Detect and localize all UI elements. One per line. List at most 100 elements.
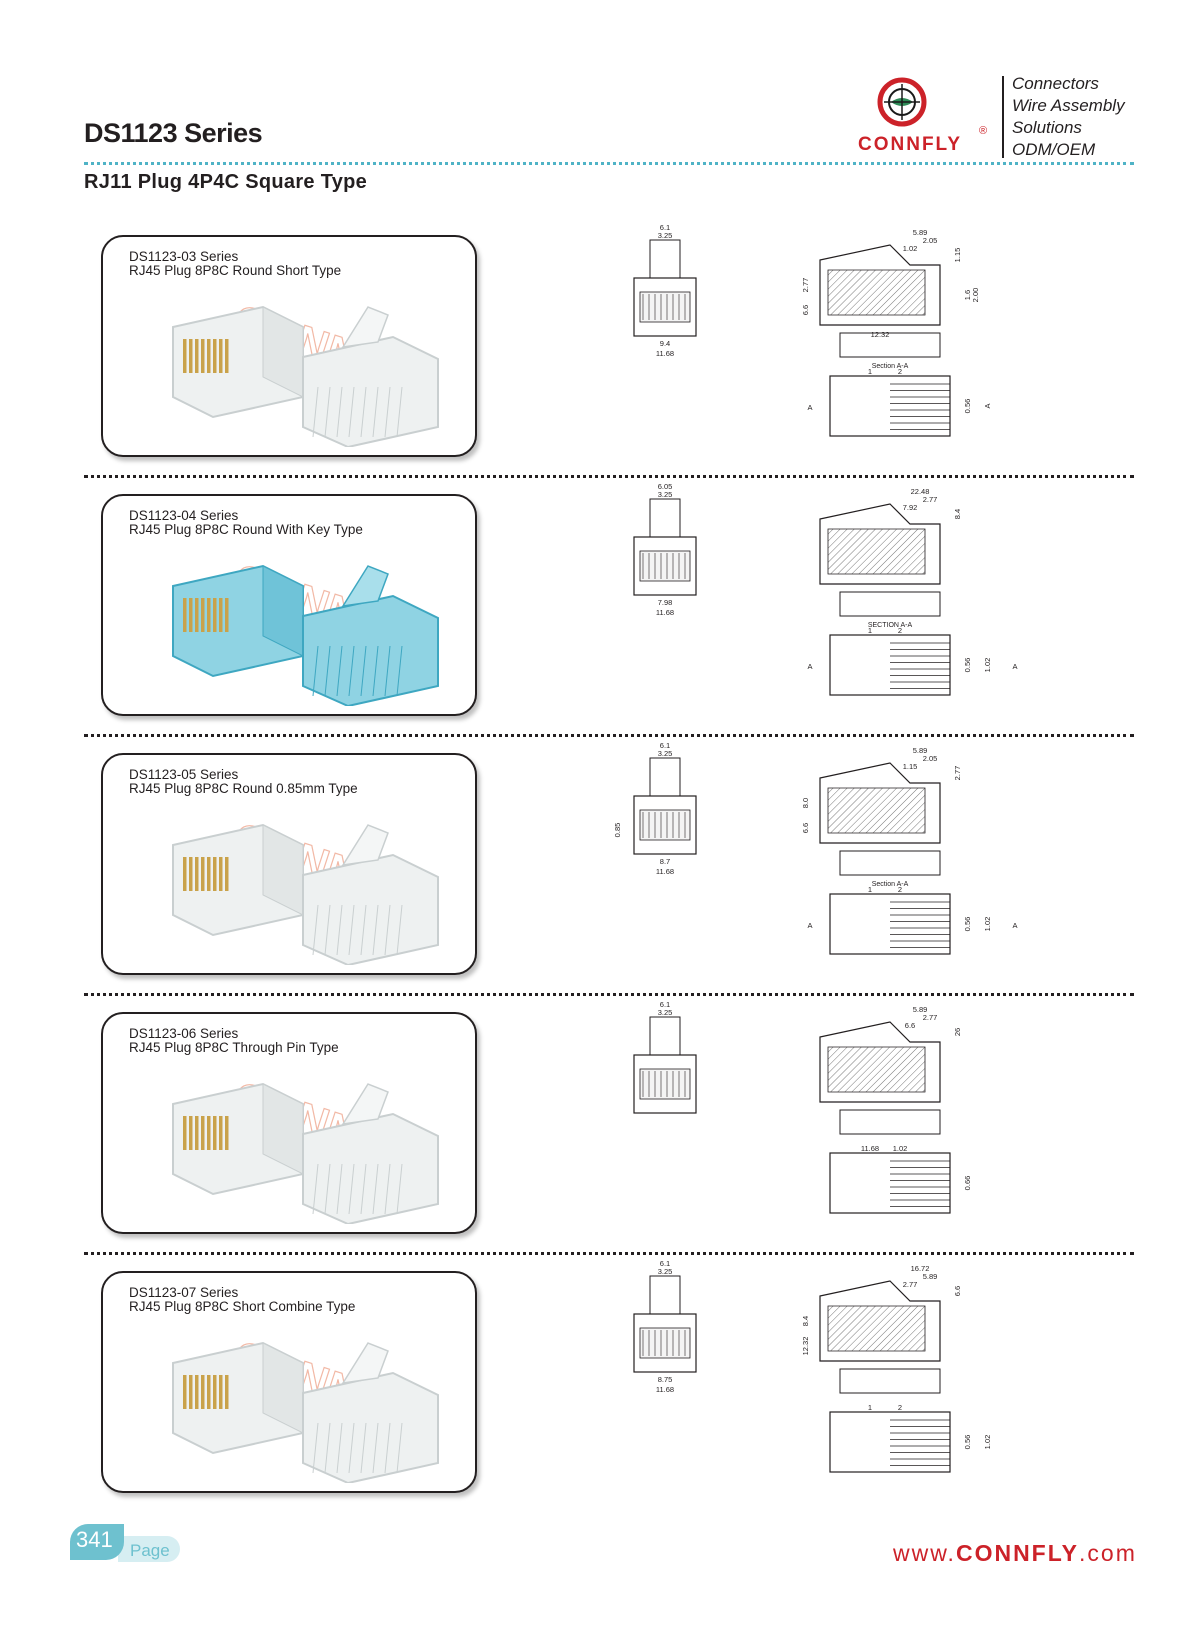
dimension-label: 3.25 bbox=[658, 1008, 673, 1017]
product-series: DS1123-05 Series bbox=[129, 767, 239, 782]
product-description: RJ45 Plug 8P8C Short Combine Type bbox=[129, 1299, 356, 1314]
connfly-logo bbox=[877, 77, 927, 127]
dimension-label: 11.68 bbox=[656, 867, 674, 876]
gold-contact bbox=[219, 1116, 223, 1150]
dimension-label: 8.0 bbox=[801, 798, 810, 808]
gold-contact bbox=[207, 339, 211, 373]
gold-contact bbox=[225, 1375, 229, 1409]
product-description: RJ45 Plug 8P8C Round 0.85mm Type bbox=[129, 781, 358, 796]
dimension-label: 6.1 bbox=[660, 741, 670, 750]
product-photo: CONNFLY bbox=[172, 295, 441, 447]
dimension-label: 5.89 bbox=[913, 746, 928, 755]
dimension-label: 6.6 bbox=[801, 305, 810, 315]
dimension-label: 2.77 bbox=[801, 278, 810, 293]
gold-contact bbox=[219, 857, 223, 891]
dimension-label: 2.77 bbox=[953, 766, 962, 781]
dimension-label: 3.25 bbox=[658, 231, 673, 240]
plug-body bbox=[302, 853, 439, 965]
dimension-label: 6.6 bbox=[953, 1286, 962, 1296]
dimension-label: 8.75 bbox=[658, 1375, 673, 1384]
gold-contact bbox=[189, 339, 193, 373]
dimension-label: 11.68 bbox=[656, 1385, 674, 1394]
dimension-label: 1.15 bbox=[903, 762, 918, 771]
gold-contact bbox=[195, 1116, 199, 1150]
dimension-label: 1.6 bbox=[963, 290, 972, 300]
plug-body bbox=[302, 1371, 439, 1483]
plug-latch bbox=[341, 306, 389, 348]
dimension-label: 12.32 bbox=[801, 1337, 810, 1356]
plug-latch bbox=[341, 1083, 389, 1125]
page-badge-tail bbox=[118, 1536, 180, 1562]
dimension-label: 3.25 bbox=[658, 1267, 673, 1276]
callout-label: 2 bbox=[898, 367, 902, 376]
product-photo: CONNFLY bbox=[172, 1072, 441, 1224]
dimension-label: 2.05 bbox=[923, 754, 938, 763]
tagline-line: Connectors bbox=[1012, 74, 1099, 93]
gold-contact bbox=[183, 857, 187, 891]
gold-contact bbox=[201, 1375, 205, 1409]
row-divider bbox=[84, 734, 1134, 737]
gold-contact bbox=[207, 1375, 211, 1409]
section-label: Section A-A bbox=[872, 363, 909, 370]
gold-contact bbox=[195, 339, 199, 373]
dimension-label: 2.00 bbox=[971, 288, 980, 303]
logo-text: CONNFLY bbox=[858, 134, 963, 155]
callout-label: A bbox=[1012, 662, 1017, 671]
tagline-divider bbox=[1002, 76, 1004, 158]
product-series: DS1123-04 Series bbox=[129, 508, 239, 523]
plug-body bbox=[302, 1112, 439, 1224]
product-photo: CONNFLY bbox=[172, 554, 441, 706]
product-description: RJ45 Plug 8P8C Through Pin Type bbox=[129, 1040, 339, 1055]
side-view-drawing: 16.725.892.776.68.412.32 bbox=[801, 1264, 962, 1394]
gold-contact bbox=[207, 598, 211, 632]
dimension-label: 6.1 bbox=[660, 1000, 670, 1009]
side-view-drawing: 22.482.777.928.4 bbox=[819, 487, 962, 617]
gold-contact bbox=[183, 1375, 187, 1409]
gold-contact bbox=[213, 598, 217, 632]
callout-label: 1.02 bbox=[983, 1435, 992, 1450]
gold-contact bbox=[219, 1375, 223, 1409]
callout-label: A bbox=[1012, 921, 1017, 930]
gold-contact bbox=[207, 857, 211, 891]
dimension-label: 22.48 bbox=[911, 487, 930, 496]
dimension-label: 8.7 bbox=[660, 857, 670, 866]
side-view-drawing: 5.892.776.626 bbox=[819, 1005, 962, 1135]
plug-body bbox=[302, 594, 439, 706]
callout-label: 0.56 bbox=[963, 658, 972, 673]
tagline-line: Solutions bbox=[1012, 118, 1082, 137]
dimension-label: 3.25 bbox=[658, 490, 673, 499]
tagline-line: ODM/OEM bbox=[1012, 140, 1096, 159]
dimension-label: 8.4 bbox=[801, 1316, 810, 1326]
callout-label: 1 bbox=[868, 626, 872, 635]
gold-contact bbox=[201, 1116, 205, 1150]
dimension-label: 1.15 bbox=[953, 248, 962, 263]
gold-contact bbox=[195, 857, 199, 891]
plug-latch bbox=[341, 1342, 389, 1384]
logo-ring-icon bbox=[877, 77, 927, 127]
website-link[interactable]: www.CONNFLY.com bbox=[893, 1540, 1137, 1566]
gold-contact bbox=[213, 339, 217, 373]
dimension-label: 3.25 bbox=[658, 749, 673, 758]
callout-label: 0.66 bbox=[963, 1176, 972, 1191]
dimension-label: 2.77 bbox=[903, 1280, 918, 1289]
gold-contact bbox=[195, 1375, 199, 1409]
dimension-label: 5.89 bbox=[923, 1272, 938, 1281]
dimension-label: 5.89 bbox=[913, 1005, 928, 1014]
callout-label: A bbox=[983, 403, 992, 408]
dimension-label: 7.98 bbox=[658, 598, 673, 607]
gold-contact bbox=[219, 598, 223, 632]
gold-contact bbox=[213, 1375, 217, 1409]
callout-label: 2 bbox=[898, 626, 902, 635]
plug-body bbox=[302, 335, 439, 447]
callout-label: A bbox=[807, 403, 812, 412]
gold-contact bbox=[189, 598, 193, 632]
